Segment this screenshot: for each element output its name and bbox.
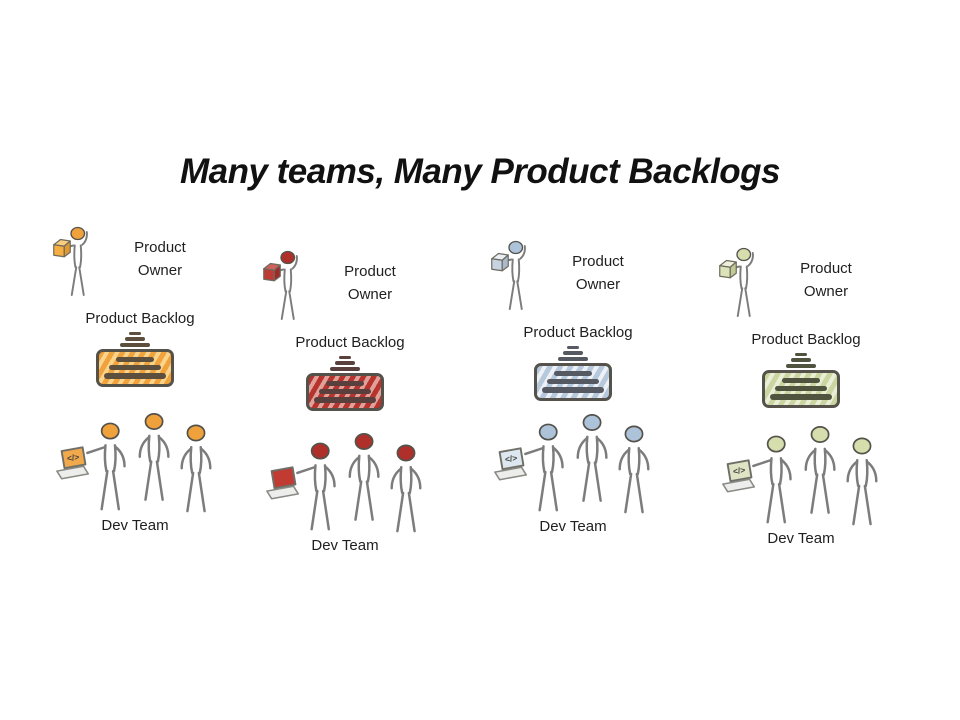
team-column-red: Product Owner Product Backlog Dev Team bbox=[250, 250, 440, 554]
dev-team-label: Dev Team bbox=[767, 530, 835, 547]
team-column-blue: Product Owner Product Backlog </> Dev Te… bbox=[478, 240, 668, 535]
backlog-bin bbox=[762, 370, 840, 408]
product-owner-figure-icon bbox=[490, 240, 526, 310]
laptop-icon: </> bbox=[56, 446, 90, 480]
product-owner-group: Product Owner bbox=[44, 226, 206, 298]
slide-title: Many teams, Many Product Backlogs bbox=[179, 152, 781, 191]
product-backlog-icon bbox=[761, 353, 841, 408]
product-owner-group: Product Owner bbox=[710, 247, 872, 319]
product-owner-figure-icon bbox=[262, 250, 298, 320]
product-backlog-icon bbox=[533, 346, 613, 401]
product-owner-label: Product Owner bbox=[344, 263, 396, 303]
backlog-bin bbox=[96, 349, 174, 387]
backlog-float-bars bbox=[330, 356, 360, 371]
laptop-icon bbox=[266, 466, 300, 500]
laptop-code-glyph: </> bbox=[732, 465, 746, 477]
backlog-float-bars bbox=[120, 332, 150, 347]
product-owner-group: Product Owner bbox=[482, 240, 644, 312]
laptop-code-glyph: </> bbox=[66, 452, 80, 464]
product-owner-label: Product Owner bbox=[800, 260, 852, 300]
product-backlog-label: Product Backlog bbox=[751, 331, 861, 348]
dev-team-icon: </> bbox=[56, 412, 212, 513]
product-owner-group: Product Owner bbox=[254, 250, 416, 322]
product-owner-label: Product Owner bbox=[134, 239, 186, 279]
product-backlog-label: Product Backlog bbox=[523, 324, 633, 341]
dev-team-label: Dev Team bbox=[539, 518, 607, 535]
laptop-icon: </> bbox=[494, 447, 528, 481]
team-column-orange: Product Owner Product Backlog </> Dev Te… bbox=[40, 226, 230, 534]
product-backlog-icon bbox=[95, 332, 175, 387]
team-column-green: Product Owner Product Backlog </> Dev Te… bbox=[706, 247, 896, 547]
dev-team-label: Dev Team bbox=[311, 537, 379, 554]
backlog-float-bars bbox=[558, 346, 588, 361]
dev-team-icon: </> bbox=[494, 413, 650, 514]
product-backlog-label: Product Backlog bbox=[85, 310, 195, 327]
product-backlog-icon bbox=[305, 356, 385, 411]
laptop-icon: </> bbox=[722, 459, 756, 493]
product-backlog-label: Product Backlog bbox=[295, 334, 405, 351]
dev-team-icon bbox=[266, 432, 422, 533]
dev-team-label: Dev Team bbox=[101, 517, 169, 534]
product-owner-label: Product Owner bbox=[572, 253, 624, 293]
laptop-code-glyph: </> bbox=[504, 453, 518, 465]
backlog-bin bbox=[534, 363, 612, 401]
dev-team-icon: </> bbox=[722, 425, 878, 526]
backlog-float-bars bbox=[786, 353, 816, 368]
product-owner-figure-icon bbox=[718, 247, 754, 317]
product-owner-figure-icon bbox=[52, 226, 88, 296]
backlog-bin bbox=[306, 373, 384, 411]
